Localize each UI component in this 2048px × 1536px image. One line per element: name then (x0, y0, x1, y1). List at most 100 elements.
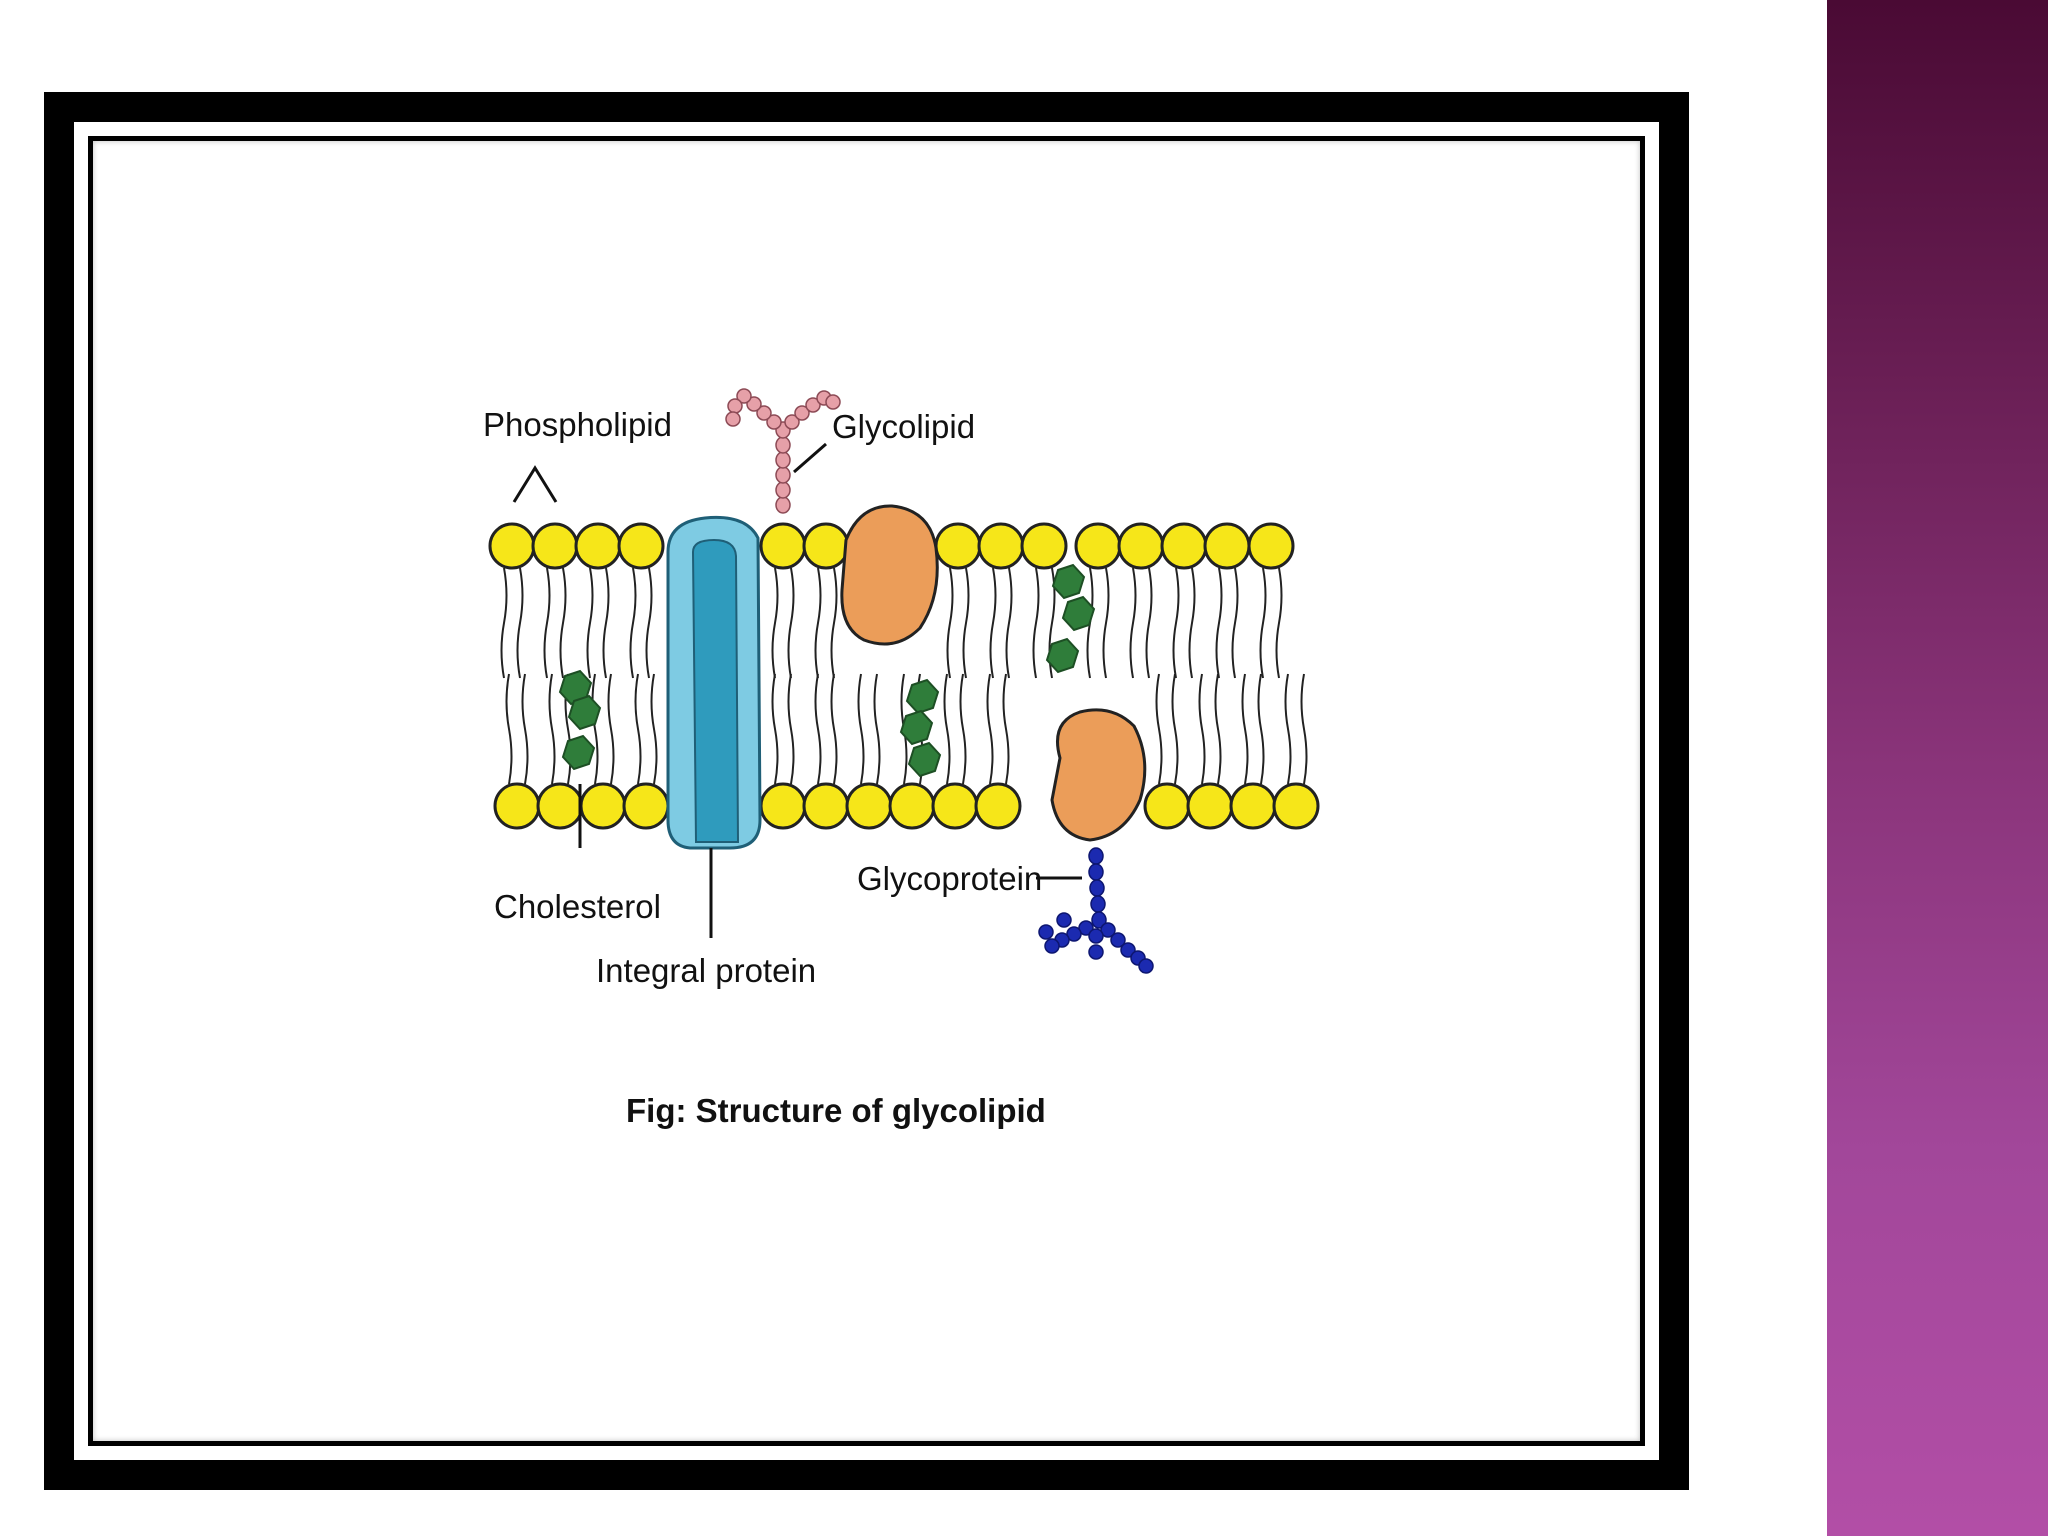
phospholipid-tail (1171, 673, 1179, 785)
phospholipid-head (974, 782, 1022, 830)
phospholipid-tail (543, 567, 551, 679)
figure-caption: Fig: Structure of glycolipid (626, 1092, 1046, 1129)
phospholipid-tail (1257, 673, 1265, 785)
label-glycoprotein: Glycoprotein (857, 860, 1042, 897)
decorative-side-band (1827, 0, 2048, 1536)
sugar-bead (1090, 895, 1106, 913)
phospholipid-tail (814, 673, 822, 785)
sugar-bead (756, 405, 772, 421)
phospholipid-tail (1032, 567, 1040, 679)
sugar-bead (1056, 912, 1072, 928)
label-cholesterol: Cholesterol (494, 888, 661, 925)
phospholipid-tail (1129, 567, 1137, 679)
phospholipid-head (493, 782, 541, 830)
phospholipid-tail (521, 673, 529, 785)
sugar-bead (1138, 958, 1154, 974)
phospholipid-tail (1002, 673, 1010, 785)
glycolipid-sugar-chain (725, 388, 841, 514)
sugar-bead (725, 411, 741, 427)
phospholipid-tail (946, 567, 954, 679)
phospholipid-head (1143, 782, 1191, 830)
cholesterol-ring (1045, 637, 1080, 674)
phospholipid-tail (1284, 673, 1292, 785)
phospholipid-head (1203, 522, 1251, 570)
phospholipid-tail (830, 567, 838, 679)
phospholipid-tail (586, 567, 594, 679)
phospholipid-head (977, 522, 1025, 570)
cholesterol-ring (1061, 595, 1096, 632)
phospholipid-tail (986, 673, 994, 785)
phospholipid-tail (548, 673, 556, 785)
phospholipid-tail (607, 673, 615, 785)
phospholipid-head (802, 782, 850, 830)
phospholipid-tail (505, 673, 513, 785)
phospholipid-tail (1241, 673, 1249, 785)
phospholipid-tail (500, 567, 508, 679)
sugar-bead (805, 397, 821, 413)
phospholipid-heads-inner (493, 782, 1320, 830)
phospholipid-head (531, 522, 579, 570)
phospholipid-head (1117, 522, 1165, 570)
phospholipid-tail (1145, 567, 1153, 679)
sugar-bead (736, 388, 752, 404)
sugar-bead (1044, 938, 1060, 954)
phospholipid-tails-inner (505, 673, 1308, 785)
sugar-bead (775, 496, 791, 514)
phospholipid-tail (1231, 567, 1239, 679)
glycoprotein-sugar-chain (1038, 847, 1154, 974)
label-integral-protein: Integral protein (596, 952, 816, 989)
phospholipid-tail (650, 673, 658, 785)
phospholipid-head (488, 522, 536, 570)
phospholipid-tail (1198, 673, 1206, 785)
sugar-bead (1038, 924, 1054, 940)
sugar-bead (775, 451, 791, 469)
phospholipid-tail (1214, 673, 1222, 785)
sugar-bead (1110, 932, 1126, 948)
cholesterol-ring (899, 709, 934, 746)
phospholipid-tail (602, 567, 610, 679)
sugar-bead (1088, 863, 1104, 881)
sugar-bead (727, 398, 743, 414)
phospholipid-pointer (512, 465, 558, 503)
sugar-bead (1088, 944, 1104, 960)
phospholipid-head (1160, 522, 1208, 570)
phospholipid-tail (989, 567, 997, 679)
sugar-bead (1066, 926, 1082, 942)
phospholipid-tail (959, 673, 967, 785)
phospholipid-head (1074, 522, 1122, 570)
phospholipid-tail (1300, 673, 1308, 785)
phospholipid-tail (943, 673, 951, 785)
phospholipid-tail (873, 673, 881, 785)
sugar-bead (1091, 911, 1107, 929)
sugar-bead (1120, 942, 1136, 958)
sugar-bead (746, 396, 762, 412)
cholesterol-ring (905, 678, 940, 715)
phospholipid-tail (1005, 567, 1013, 679)
phospholipid-tail (1172, 567, 1180, 679)
phospholipid-head (1186, 782, 1234, 830)
phospholipid-head (759, 782, 807, 830)
sugar-bead (794, 405, 810, 421)
phospholipid-head (1229, 782, 1277, 830)
phospholipid-tail (830, 673, 838, 785)
sugar-bead (1078, 920, 1094, 936)
phospholipid-tail (962, 567, 970, 679)
phospholipid-head (579, 782, 627, 830)
phospholipid-head (1020, 522, 1068, 570)
peripheral-protein-top (840, 504, 939, 646)
label-glycolipid: Glycolipid (832, 408, 975, 445)
phospholipid-head (802, 522, 850, 570)
phospholipid-tail (1215, 567, 1223, 679)
phospholipid-head (1247, 522, 1295, 570)
label-phospholipid: Phospholipid (483, 406, 672, 443)
phospholipid-head (1272, 782, 1320, 830)
phospholipid-tail (591, 673, 599, 785)
phospholipid-head (934, 522, 982, 570)
phospholipid-tail (634, 673, 642, 785)
phospholipid-tail (1155, 673, 1163, 785)
phospholipid-head (931, 782, 979, 830)
phospholipid-tail (814, 567, 822, 679)
cholesterol-ring (1051, 563, 1086, 600)
